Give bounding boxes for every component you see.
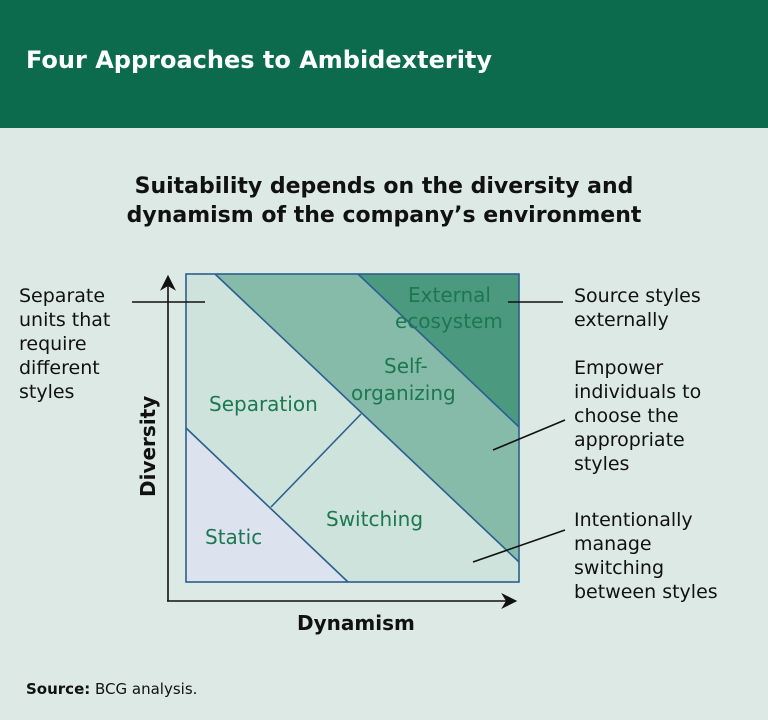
note-line: units that [19, 309, 111, 331]
leader-switching [472, 529, 566, 563]
note-line: styles [19, 381, 75, 403]
source-label: Source: [26, 680, 91, 698]
subtitle-line-1: Suitability depends on the diversity and [134, 174, 634, 199]
note-line: externally [574, 309, 669, 331]
subtitle-line-2: dynamism of the company’s environment [126, 203, 642, 228]
note-line: Empower [574, 357, 664, 379]
note-line: choose the [574, 405, 679, 427]
label-switching: Switching [326, 507, 423, 531]
note-line: individuals to [574, 381, 702, 403]
page-title: Four Approaches to Ambidexterity [26, 46, 493, 74]
note-external: Source styles externally [574, 284, 701, 332]
note-line: between styles [574, 581, 718, 603]
header-banner: Four Approaches to Ambidexterity [0, 0, 768, 128]
note-separation: Separate units that require different st… [19, 284, 110, 404]
source-text: BCG analysis. [90, 680, 198, 698]
source-note: Source: BCG analysis. [26, 680, 197, 698]
note-line: Separate [19, 285, 106, 307]
label-self-organizing-2: organizing [351, 381, 456, 405]
label-external-1: External [408, 283, 491, 307]
note-line: appropriate [574, 429, 685, 451]
note-line: switching [574, 557, 665, 579]
self-org-boundary [214, 273, 520, 563]
note-line: manage [574, 533, 652, 555]
leader-self-organizing [492, 419, 566, 451]
separation-switching-divider [270, 413, 362, 508]
note-line: Source styles [574, 285, 701, 307]
label-separation: Separation [209, 392, 318, 416]
diagram-subtitle: Suitability depends on the diversity and… [0, 172, 768, 230]
y-axis-label: Diversity [136, 396, 160, 497]
note-line: styles [574, 453, 630, 475]
label-static: Static [205, 525, 262, 549]
static-boundary [185, 427, 349, 583]
region-separation-switching [186, 274, 519, 582]
note-self-organizing: Empower individuals to choose the approp… [574, 356, 701, 476]
note-switching: Intentionally manage switching between s… [574, 508, 718, 604]
note-line: different [19, 357, 100, 379]
label-external-2: ecosystem [395, 309, 503, 333]
x-axis-label: Dynamism [297, 611, 415, 635]
note-line: require [19, 333, 87, 355]
external-boundary [357, 273, 520, 428]
label-self-organizing-1: Self- [384, 354, 428, 378]
note-line: Intentionally [574, 509, 693, 531]
